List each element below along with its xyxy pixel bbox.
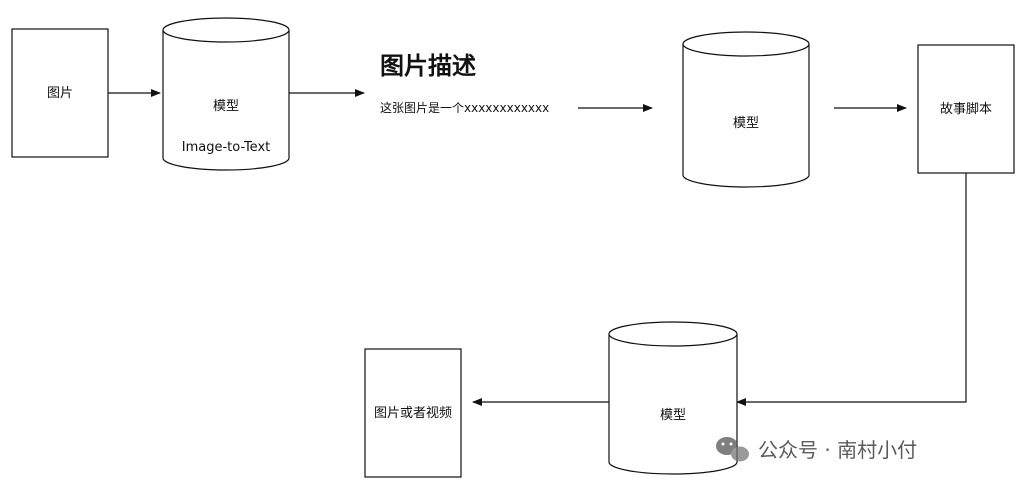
watermark-text: 公众号 · 南村小付 — [758, 438, 917, 462]
model3-cylinder — [608, 321, 738, 475]
wechat-icon — [716, 437, 749, 462]
arrow-script-to-model3 — [736, 173, 967, 406]
model1-label: 模型 — [213, 99, 239, 114]
output-box — [364, 348, 462, 478]
story-script-box — [917, 44, 1015, 174]
model3-label: 模型 — [660, 408, 686, 423]
story-script-label: 故事脚本 — [940, 101, 992, 117]
model2-cylinder — [682, 31, 810, 188]
desc-text: 这张图片是一个xxxxxxxxxxxx — [380, 100, 549, 115]
model2-label: 模型 — [733, 116, 759, 131]
desc-title: 图片描述 — [380, 52, 476, 80]
output-label: 图片或者视频 — [374, 406, 452, 421]
model1-cylinder — [162, 17, 290, 171]
input-image-box — [11, 28, 109, 158]
input-image-label: 图片 — [47, 86, 73, 101]
model1-sub-label: Image-to-Text — [182, 140, 271, 155]
